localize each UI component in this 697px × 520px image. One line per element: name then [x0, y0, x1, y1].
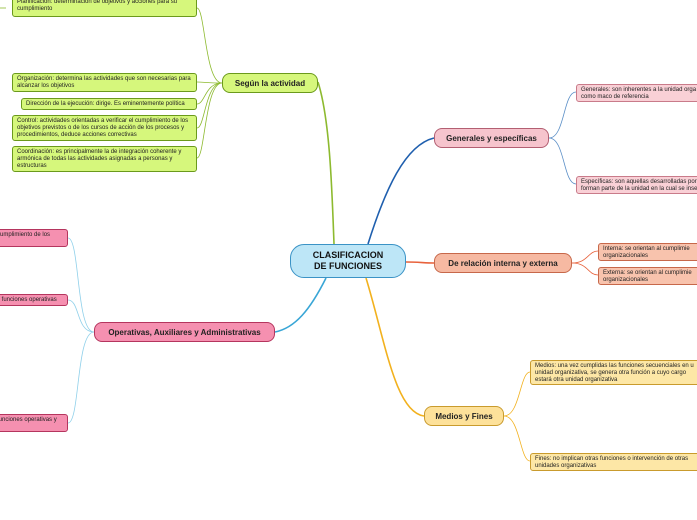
branch-generales-especificas[interactable]: Generales y específicas: [434, 128, 549, 148]
branch-operativas[interactable]: Operativas, Auxiliares y Administrativas: [94, 322, 275, 342]
link-segun: [317, 81, 335, 245]
leaf-interna[interactable]: Interna: se orientan al cumplimie organi…: [598, 243, 697, 261]
leaf-generales[interactable]: Generales: son inherentes a la unidad or…: [576, 84, 697, 102]
leaf-operativas-2[interactable]: s funciones operativas: [0, 294, 68, 306]
leaf-medios[interactable]: Medios: una vez cumplidas las funciones …: [530, 360, 697, 385]
link-operativas: [274, 277, 327, 333]
leaf-externa[interactable]: Externa: se orientan al cumplimie organi…: [598, 267, 697, 285]
branch-relacion-interna-externa[interactable]: De relación interna y externa: [434, 253, 572, 273]
branch-segun-la-actividad[interactable]: Según la actividad: [222, 73, 318, 93]
leaf-planificacion[interactable]: Planificación: determinación de objetivo…: [12, 0, 197, 17]
leaf-organizacion[interactable]: Organización: determina las actividades …: [12, 73, 197, 92]
center-topic[interactable]: CLASIFICACION DE FUNCIONES: [290, 244, 406, 278]
leaf-operativas-1[interactable]: cumplimiento de los: [0, 229, 68, 247]
leaf-coordinacion[interactable]: Coordinación: es principalmente la de in…: [12, 146, 197, 172]
link-medios: [365, 277, 425, 417]
leaf-especificas[interactable]: Específicas: son aquellas desarrolladas …: [576, 176, 697, 194]
leaf-fines[interactable]: Fines: no implican otras funciones o int…: [530, 453, 697, 471]
leaf-operativas-3[interactable]: funciones operativas y: [0, 414, 68, 432]
branch-medios-fines[interactable]: Medios y Fines: [424, 406, 504, 426]
leaf-control[interactable]: Control: actividades orientadas a verifi…: [12, 115, 197, 141]
leaf-direccion[interactable]: Dirección de la ejecución: dirige. Es em…: [21, 98, 197, 110]
link-generales: [367, 137, 435, 245]
link-relacion: [405, 261, 435, 264]
